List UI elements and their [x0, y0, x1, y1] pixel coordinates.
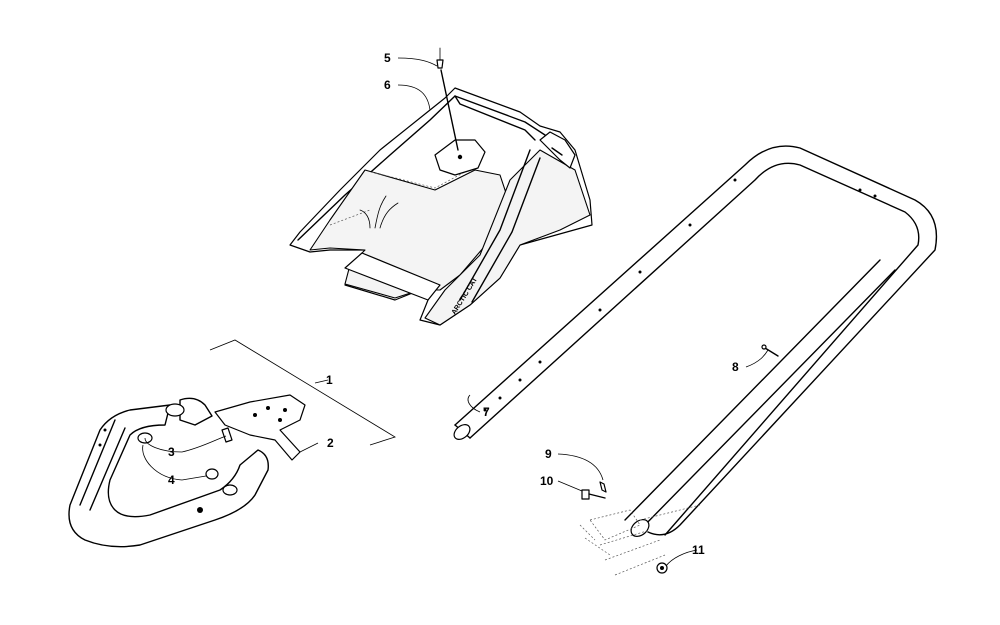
part-4-plug: [205, 468, 219, 480]
part-11-nut: [656, 562, 668, 574]
callout-1: 1: [326, 373, 333, 387]
part-2-bracket-plate: [214, 394, 306, 461]
callout-8: 8: [732, 360, 739, 374]
callout-2: 2: [327, 436, 334, 450]
part-8-pin: [761, 344, 779, 357]
callout-5: 5: [384, 51, 391, 65]
callout-11: 11: [692, 543, 705, 557]
callout-4: 4: [168, 473, 175, 487]
callout-6: 6: [384, 78, 391, 92]
callout-3: 3: [168, 445, 175, 459]
callout-7: 7: [483, 405, 490, 419]
part-1-bumper: [68, 397, 269, 548]
callout-9: 9: [545, 447, 552, 461]
group-bracket-1: [209, 339, 396, 446]
leader-lines: [142, 57, 769, 567]
callout-10: 10: [540, 474, 554, 488]
part-5-cable: [436, 47, 459, 151]
mount-bracket: [579, 504, 701, 576]
part-6-hood-shell: ARCTIC CAT: [289, 87, 593, 326]
part-10-bolt: [581, 489, 606, 500]
callout-labels: 1 2 3 4 5 6 7 8 9 10 11: [168, 51, 739, 557]
part-9-pin: [599, 481, 607, 493]
part-7-handle-bar: [453, 145, 938, 537]
part-3-screw: [221, 427, 233, 443]
